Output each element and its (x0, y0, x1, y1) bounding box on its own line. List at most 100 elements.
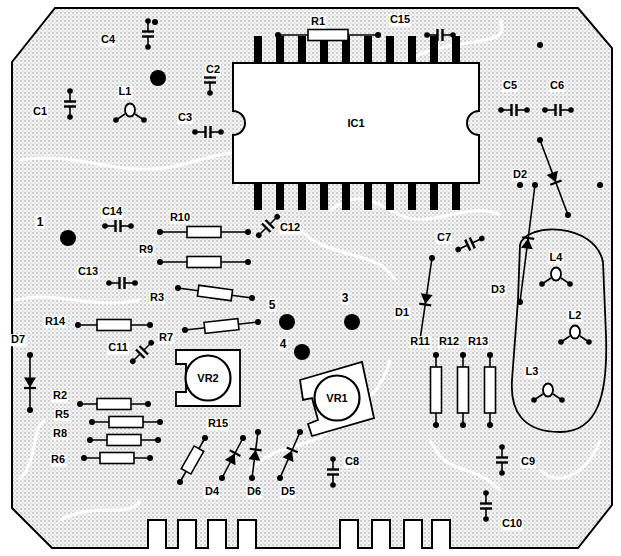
capacitor-plate (118, 277, 120, 289)
solder-pad (531, 397, 537, 403)
resistor-symbol (100, 453, 134, 464)
pad-number: 3 (341, 292, 350, 305)
capacitor-symbol (102, 220, 134, 232)
part-label: C12 (279, 222, 301, 234)
solder-pad (330, 456, 336, 462)
solder-pad (147, 455, 153, 461)
ic-pin (298, 183, 306, 210)
part-label: L2 (568, 310, 583, 322)
trimmer-circle (186, 356, 231, 401)
solder-pad (499, 444, 505, 450)
part-label: R3 (149, 292, 165, 304)
resistor-symbol (187, 227, 221, 238)
solder-pad (182, 327, 188, 333)
trimmer-housing (176, 350, 240, 406)
part-label: R11 (409, 336, 431, 348)
solder-pad (218, 129, 224, 135)
ic-pin (386, 183, 394, 210)
isolation-gap (20, 153, 246, 190)
diode-symbol (547, 171, 562, 185)
solder-pad (483, 516, 489, 522)
part-label: VR2 (197, 373, 218, 384)
solder-pad (429, 255, 435, 261)
solder-pad (478, 235, 485, 242)
part-label: C13 (77, 266, 99, 278)
solder-pad (192, 129, 198, 135)
solder-pad (89, 419, 95, 425)
solder-pad (249, 475, 255, 481)
solder-pad (155, 437, 161, 443)
ic-pin (276, 36, 284, 63)
solder-pad (175, 285, 181, 291)
resistor-symbol (97, 399, 131, 410)
solder-pad (157, 229, 163, 235)
solder-pad (249, 295, 255, 301)
solder-pad (81, 455, 87, 461)
part-label: R2 (52, 390, 68, 402)
part-label: C4 (100, 34, 116, 46)
large-pad (150, 70, 166, 86)
capacitor-plate (266, 220, 274, 228)
solder-pad (375, 32, 381, 38)
resistor-symbol (458, 367, 469, 413)
solder-pad (255, 231, 263, 239)
large-pad (294, 344, 310, 360)
capacitor-plate (496, 456, 508, 458)
capacitor-symbol (127, 337, 158, 368)
diode-symbol (419, 293, 432, 305)
resistor-symbol (308, 30, 348, 41)
part-label: C7 (436, 232, 452, 244)
diode-symbol (283, 448, 298, 462)
isolation-gap (15, 297, 140, 303)
solder-pad (67, 114, 73, 120)
part-label: C15 (389, 14, 411, 26)
solder-pad (330, 482, 336, 488)
solder-pad (67, 88, 73, 94)
coil-symbol (543, 384, 553, 397)
capacitor-symbol (424, 29, 456, 41)
capacitor-plate (470, 238, 475, 249)
part-label: R9 (138, 244, 154, 256)
part-label: R14 (44, 316, 66, 328)
isolation-gap (540, 440, 600, 478)
diode-triangle (24, 378, 36, 388)
capacitor-plate (480, 502, 492, 504)
capacitor-plate (554, 104, 556, 116)
capacitor-plate (204, 76, 216, 78)
part-label: D2 (512, 169, 528, 181)
solder-pad (177, 479, 183, 485)
part-label: C1 (32, 106, 48, 118)
part-label: D6 (246, 486, 262, 498)
part-label: D4 (204, 486, 220, 498)
solder-pad (537, 42, 543, 48)
capacitor-plate (327, 473, 339, 475)
ic-pin (298, 36, 306, 63)
part-label: C11 (107, 342, 129, 354)
solder-pad (147, 322, 153, 328)
ic-outline (233, 63, 479, 183)
ic-pin (386, 36, 394, 63)
coil-symbol (570, 326, 580, 339)
ic-pin (254, 36, 262, 63)
part-label: C9 (520, 456, 536, 468)
solder-pad (559, 397, 565, 403)
part-label: L1 (118, 86, 133, 98)
solder-pad (275, 32, 281, 38)
part-label: R7 (158, 332, 174, 344)
ic-pin (320, 183, 328, 210)
diode-symbol (248, 449, 261, 461)
ic-pin (254, 183, 262, 210)
trimmer-circle (315, 376, 360, 421)
capacitor-plate (209, 126, 211, 138)
solder-pad (542, 107, 548, 113)
coil-symbol (551, 268, 561, 281)
diode-triangle (248, 449, 261, 460)
ic-pin (408, 183, 416, 210)
part-label: VR1 (326, 393, 347, 404)
solder-pad (565, 212, 571, 218)
solder-pad (245, 259, 251, 265)
capacitor-plate (142, 30, 154, 32)
solder-pad (132, 280, 138, 286)
solder-pad (27, 407, 33, 413)
part-label: R12 (438, 336, 460, 348)
